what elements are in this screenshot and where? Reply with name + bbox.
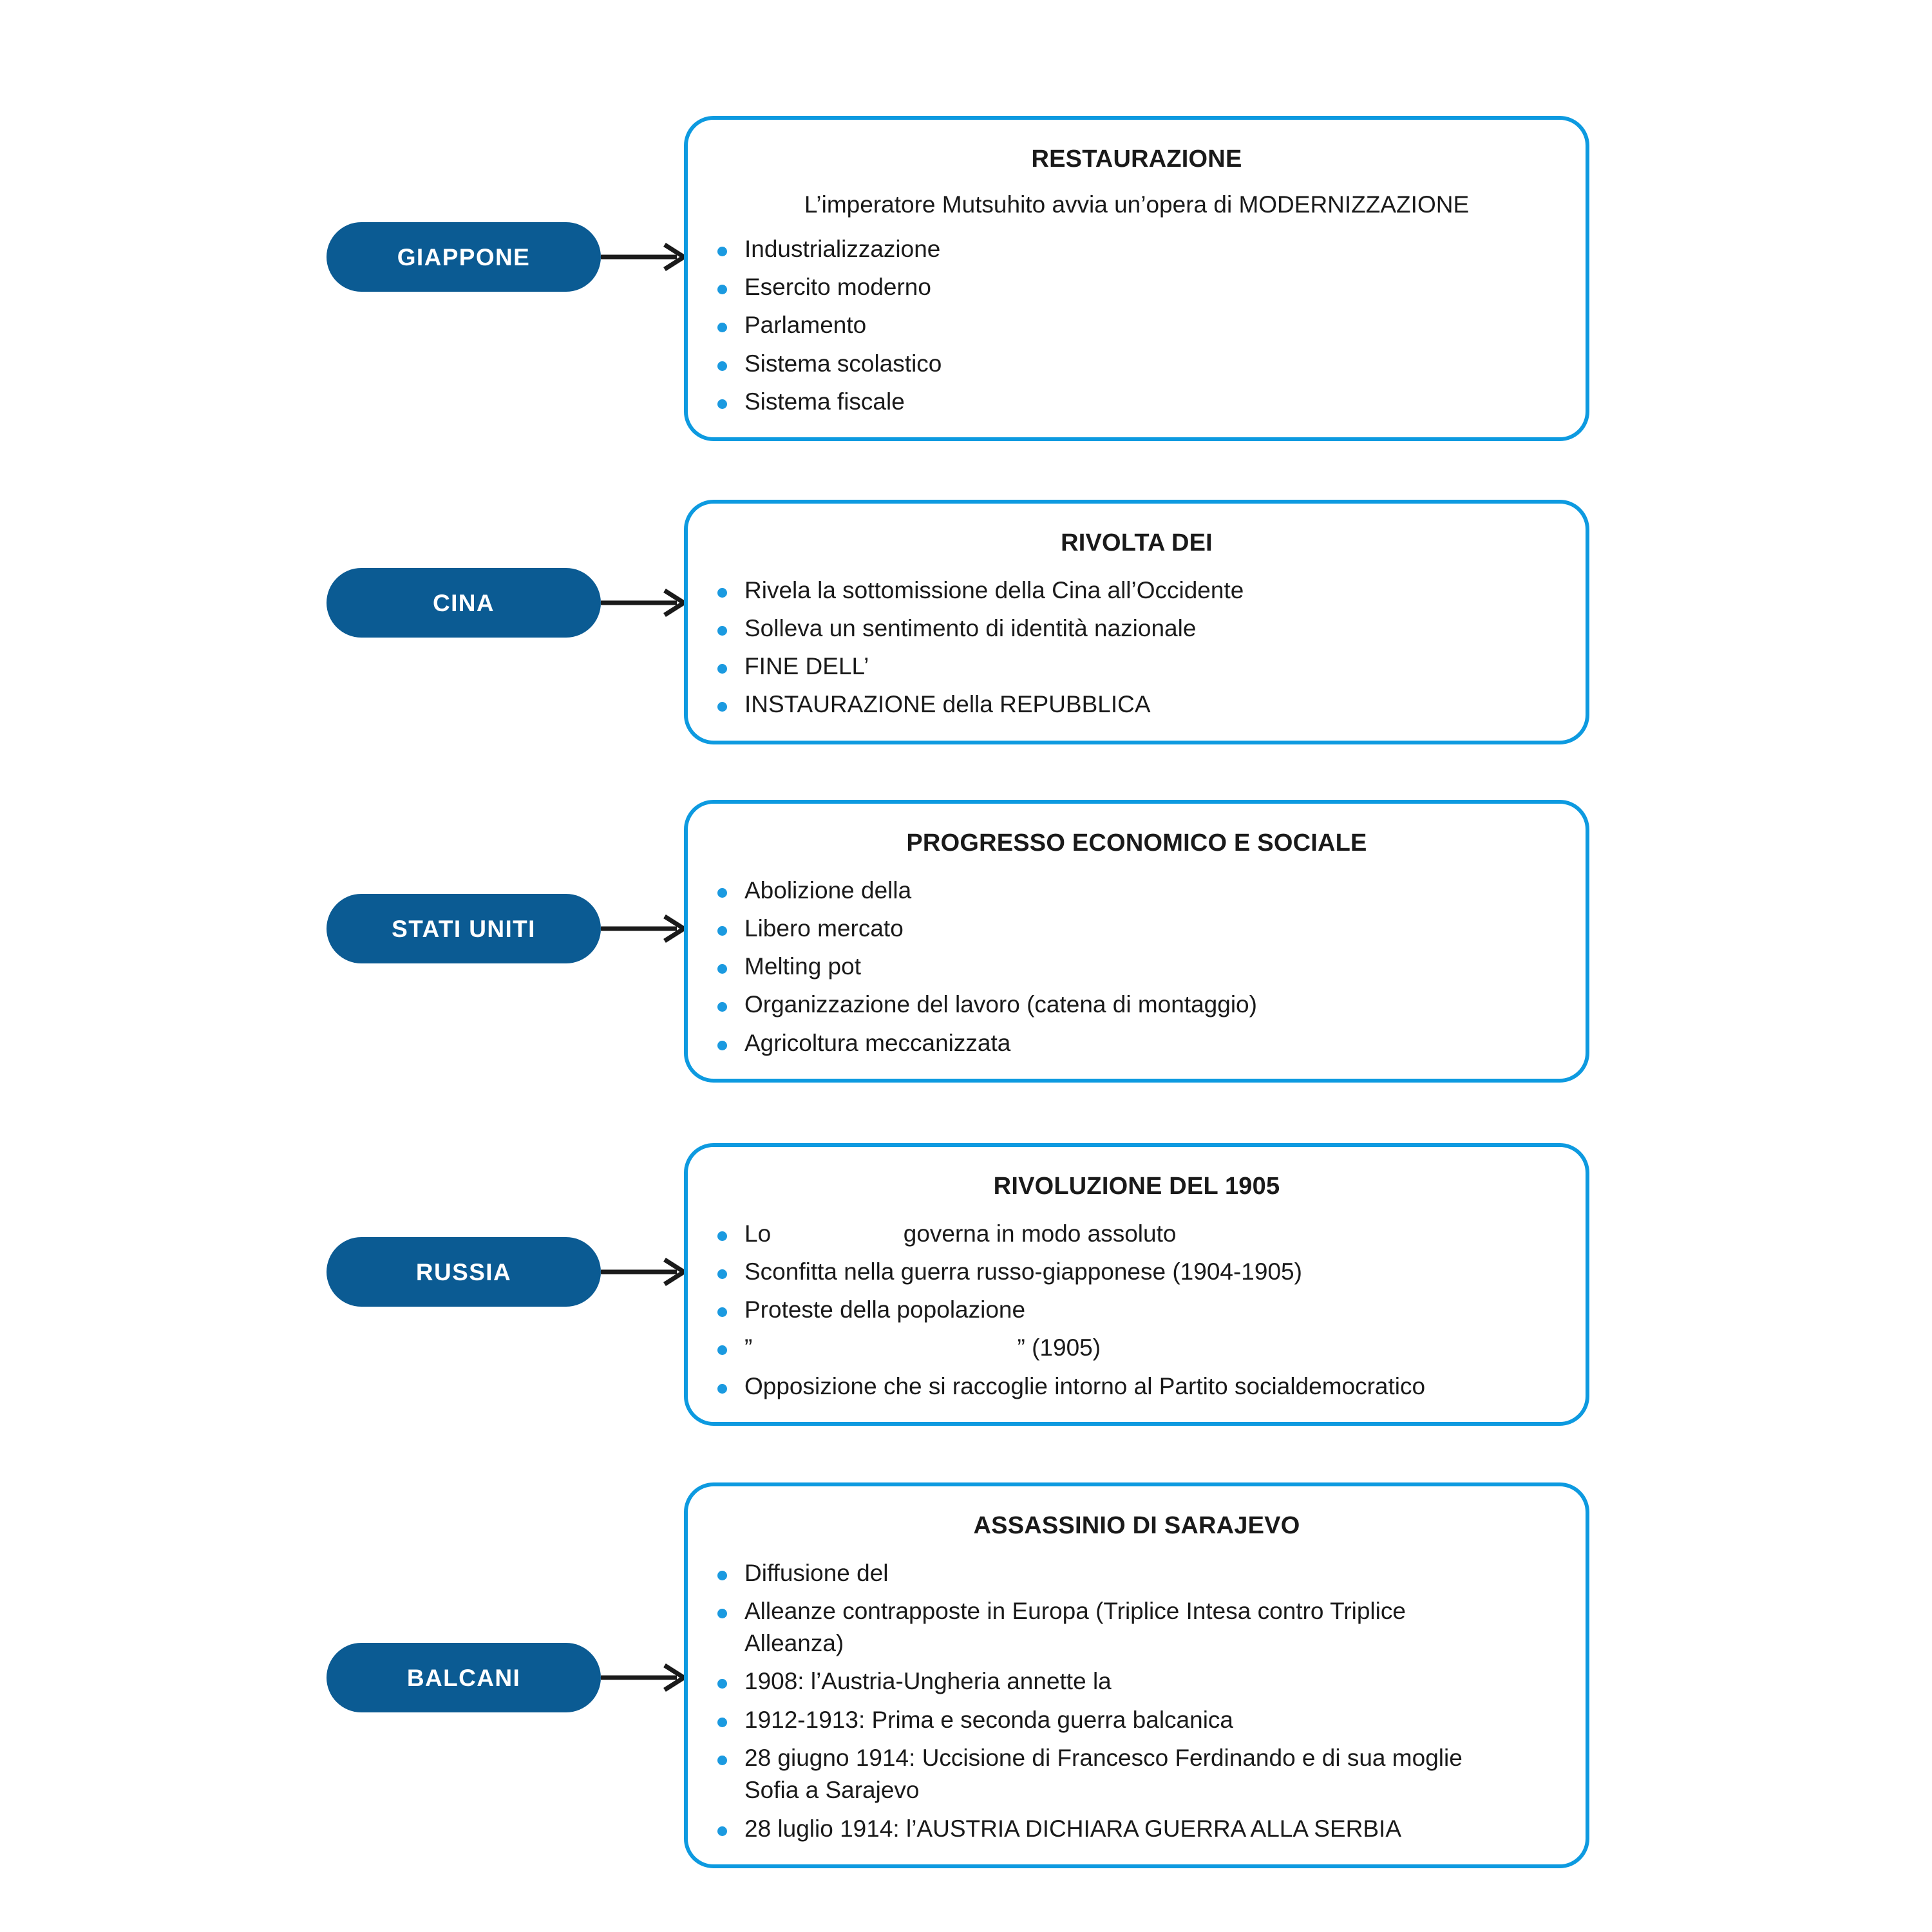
list-item: Opposizione che si raccoglie intorno al … (716, 1370, 1564, 1403)
list-item: Lo governa in modo assoluto (716, 1218, 1564, 1250)
card-bullet-list: Industrializzazione Esercito moderno Par… (710, 233, 1564, 419)
list-item: Sconfitta nella guerra russo-giapponese … (716, 1256, 1564, 1288)
list-item: INSTAURAZIONE della REPUBBLICA (716, 688, 1564, 721)
list-item: Esercito moderno (716, 271, 1564, 303)
card-bullet-list: Diffusione del Alleanze contrapposte in … (710, 1557, 1564, 1846)
content-card-cina: RIVOLTA DEI Rivela la sottomissione dell… (684, 500, 1589, 744)
list-item: Rivela la sottomissione della Cina all’O… (716, 574, 1564, 607)
node-pill-label: BALCANI (406, 1664, 521, 1691)
list-item: Diffusione del (716, 1557, 1564, 1589)
list-item: Proteste della popolazione (716, 1294, 1564, 1326)
list-item: Alleanze contrapposte in Europa (Triplic… (716, 1595, 1472, 1660)
list-item: 1912-1913: Prima e seconda guerra balcan… (716, 1704, 1564, 1736)
list-item: Industrializzazione (716, 233, 1564, 265)
list-item: 28 luglio 1914: l’AUSTRIA DICHIARA GUERR… (716, 1813, 1564, 1845)
arrow-connector-cina (601, 589, 686, 617)
node-pill-russia[interactable]: RUSSIA (327, 1237, 601, 1307)
content-card-russia: RIVOLUZIONE DEL 1905 Lo governa in modo … (684, 1143, 1589, 1426)
content-card-giappone: RESTAURAZIONE L’imperatore Mutsuhito avv… (684, 116, 1589, 442)
node-pill-balcani[interactable]: BALCANI (327, 1643, 601, 1712)
list-item: Solleva un sentimento di identità nazion… (716, 612, 1564, 645)
list-item: 28 giugno 1914: Uccisione di Francesco F… (716, 1742, 1466, 1807)
card-bullet-list: Lo governa in modo assoluto Sconfitta ne… (710, 1218, 1564, 1403)
node-pill-label: RUSSIA (415, 1258, 512, 1285)
node-pill-label: STATI UNITI (392, 915, 536, 942)
node-pill-label: GIAPPONE (397, 243, 531, 270)
arrow-connector-balcani (601, 1663, 686, 1692)
arrow-connector-stati-uniti (601, 914, 686, 943)
content-card-stati-uniti: PROGRESSO ECONOMICO E SOCIALE Abolizione… (684, 800, 1589, 1083)
list-item: 1908: l’Austria-Ungheria annette la (716, 1665, 1564, 1698)
card-title: RIVOLTA DEI (1061, 529, 1213, 556)
list-item: Organizzazione del lavoro (catena di mon… (716, 989, 1564, 1021)
list-item: Abolizione della (716, 875, 1564, 907)
list-item: Melting pot (716, 951, 1564, 983)
card-bullet-list: Abolizione della Libero mercato Melting … (710, 875, 1564, 1060)
card-title: ASSASSINIO DI SARAJEVO (973, 1512, 1300, 1539)
node-pill-giappone[interactable]: GIAPPONE (327, 222, 601, 292)
content-card-balcani: ASSASSINIO DI SARAJEVO Diffusione del Al… (684, 1482, 1589, 1868)
list-item: ” ” (1905) (716, 1332, 1564, 1364)
list-item: Libero mercato (716, 913, 1564, 945)
list-item: Agricoltura meccanizzata (716, 1027, 1564, 1059)
card-title: PROGRESSO ECONOMICO E SOCIALE (906, 829, 1367, 857)
node-pill-stati-uniti[interactable]: STATI UNITI (327, 894, 601, 963)
node-pill-label: CINA (432, 589, 495, 616)
arrow-connector-giappone (601, 243, 686, 271)
list-item: Sistema fiscale (716, 386, 1564, 418)
list-item: Parlamento (716, 309, 1564, 341)
arrow-connector-russia (601, 1258, 686, 1286)
card-title: RESTAURAZIONE (1031, 146, 1242, 173)
card-title: RIVOLUZIONE DEL 1905 (993, 1173, 1280, 1200)
list-item: Sistema scolastico (716, 348, 1564, 380)
list-item: FINE DELL’ (716, 650, 1564, 683)
card-bullet-list: Rivela la sottomissione della Cina all’O… (710, 574, 1564, 721)
node-pill-cina[interactable]: CINA (327, 568, 601, 638)
card-subtitle: L’imperatore Mutsuhito avvia un’opera di… (804, 191, 1470, 218)
